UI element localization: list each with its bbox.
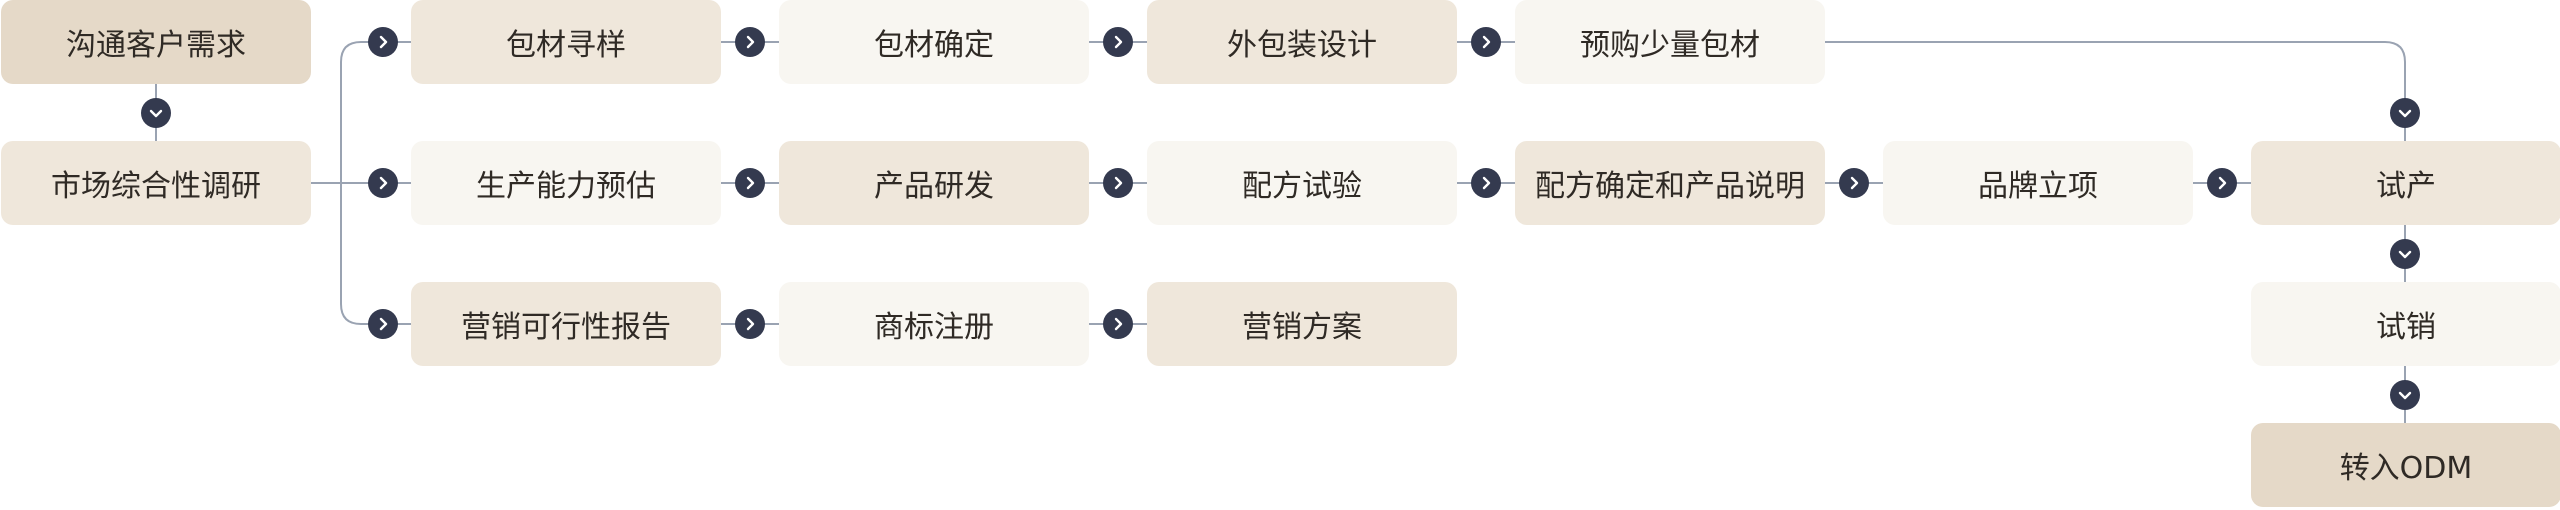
node-capacity-estimate: 生产能力预估: [411, 141, 721, 225]
node-label: 包材寻样: [506, 28, 626, 63]
node-transfer-odm: 转入ODM: [2251, 423, 2560, 507]
chevron-right-icon: [1103, 309, 1133, 339]
node-label: 商标注册: [874, 310, 994, 345]
chevron-down-icon: [2390, 239, 2420, 269]
chevron-right-icon: [2207, 168, 2237, 198]
node-communicate-client-needs: 沟通客户需求: [1, 0, 311, 84]
node-trial-sales: 试销: [2251, 282, 2560, 366]
chevron-right-icon: [1471, 27, 1501, 57]
node-label: 包材确定: [874, 28, 994, 63]
chevron-right-icon: [1103, 27, 1133, 57]
chevron-right-icon: [1839, 168, 1869, 198]
chevron-down-icon: [2390, 98, 2420, 128]
chevron-right-icon: [735, 168, 765, 198]
node-label: 转入ODM: [2339, 451, 2473, 486]
node-label: 品牌立项: [1978, 169, 2098, 204]
chevron-right-icon: [368, 309, 398, 339]
node-label: 试产: [2376, 169, 2436, 204]
node-preorder-packaging: 预购少量包材: [1515, 0, 1825, 84]
node-brand-project: 品牌立项: [1883, 141, 2193, 225]
chevron-down-icon: [141, 98, 171, 128]
chevron-right-icon: [368, 27, 398, 57]
chevron-right-icon: [1471, 168, 1501, 198]
node-label: 生产能力预估: [476, 169, 656, 204]
node-label: 营销方案: [1242, 310, 1362, 345]
node-trial-production: 试产: [2251, 141, 2560, 225]
line-n6-n12: [1825, 41, 2406, 141]
node-outer-packaging-design: 外包装设计: [1147, 0, 1457, 84]
chevron-right-icon: [735, 27, 765, 57]
node-label: 配方试验: [1242, 169, 1362, 204]
node-label: 沟通客户需求: [66, 28, 246, 63]
node-marketing-plan: 营销方案: [1147, 282, 1457, 366]
node-formula-trial: 配方试验: [1147, 141, 1457, 225]
node-packaging-sampling: 包材寻样: [411, 0, 721, 84]
node-market-research: 市场综合性调研: [1, 141, 311, 225]
node-label: 试销: [2376, 310, 2436, 345]
node-label: 产品研发: [874, 169, 994, 204]
node-label: 预购少量包材: [1580, 28, 1760, 63]
node-label: 外包装设计: [1227, 28, 1377, 63]
node-marketing-feasibility: 营销可行性报告: [411, 282, 721, 366]
chevron-right-icon: [368, 168, 398, 198]
node-formula-confirmed: 配方确定和产品说明: [1515, 141, 1825, 225]
node-product-rd: 产品研发: [779, 141, 1089, 225]
chevron-down-icon: [2390, 380, 2420, 410]
line-branch-bottom: [340, 183, 411, 325]
node-label: 市场综合性调研: [51, 169, 261, 204]
line-branch-top: [340, 41, 411, 183]
node-label: 营销可行性报告: [461, 310, 671, 345]
chevron-right-icon: [1103, 168, 1133, 198]
node-packaging-confirmed: 包材确定: [779, 0, 1089, 84]
node-label: 配方确定和产品说明: [1535, 169, 1805, 204]
node-trademark-registration: 商标注册: [779, 282, 1089, 366]
chevron-right-icon: [735, 309, 765, 339]
